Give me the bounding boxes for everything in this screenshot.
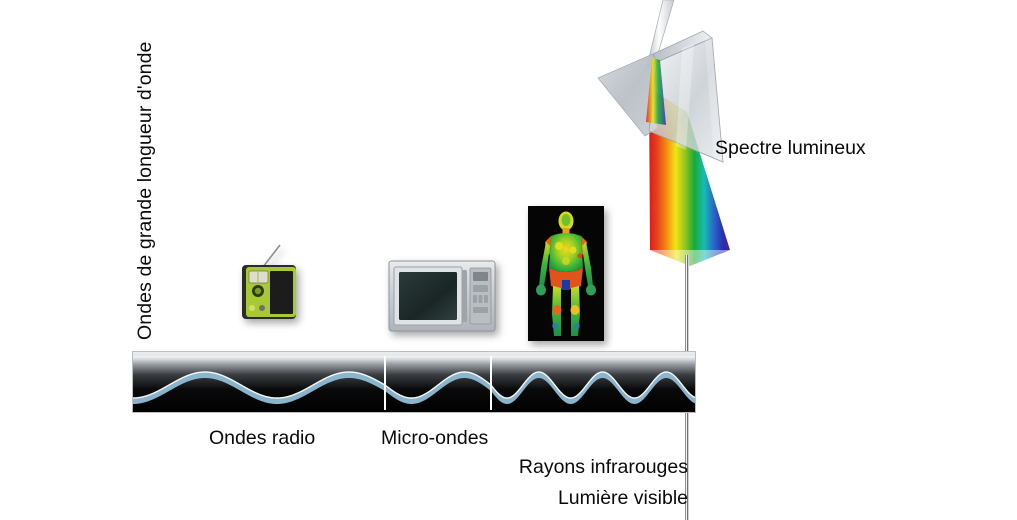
prism-highlight-2 — [705, 38, 723, 162]
thermal-coolspot-2 — [574, 323, 580, 329]
thermal-hotspot-4 — [577, 253, 583, 259]
thermal-hips — [549, 268, 583, 289]
thermal-coolspot-1 — [552, 323, 558, 329]
microwave-display — [473, 272, 488, 281]
microwave-keypad-3 — [478, 295, 483, 303]
microwave-keypad-2 — [473, 295, 477, 303]
thermal-head-core — [561, 214, 571, 226]
microwave-oven-icon — [388, 258, 496, 334]
thermal-hotspot-2 — [569, 246, 577, 254]
thermal-knee-left — [552, 305, 562, 315]
prism-lower-wedge — [598, 54, 653, 136]
thermal-arm-left — [539, 242, 550, 286]
thermal-knee-right — [570, 305, 580, 315]
microwave-keypad-4 — [484, 295, 488, 303]
radio-dial-window — [248, 270, 269, 284]
wave-top-highlight — [133, 371, 695, 399]
radio-antenna — [262, 244, 281, 268]
thermal-hand-left — [536, 284, 546, 296]
prism-highlight — [676, 44, 694, 150]
radio-tuning-knob-face — [254, 287, 262, 295]
thermal-hand-right — [586, 284, 596, 296]
microwave-start-button — [473, 307, 488, 313]
prism-svg — [597, 0, 730, 266]
microwave-keypad-1 — [473, 285, 488, 292]
label-ondes-radio: Ondes radio — [209, 427, 316, 449]
microwave-svg — [388, 260, 496, 332]
thermal-body-icon — [528, 206, 604, 341]
label-rayons-infrarouges: Rayons infrarouges — [518, 456, 688, 478]
band-divider-micro-infrared — [490, 356, 492, 410]
microwave-door-glass — [399, 272, 457, 320]
radio-button-right — [259, 305, 265, 311]
rainbow-convergence — [650, 250, 730, 266]
label-micro-ondes: Micro-ondes — [381, 427, 489, 449]
thermal-hotspot-1 — [555, 242, 563, 250]
electromagnetic-spectrum-bar — [133, 352, 695, 412]
thermal-svg — [528, 206, 604, 341]
label-spectre-lumineux: Spectre lumineux — [715, 137, 866, 159]
microwave-door-handle — [462, 270, 467, 322]
thermal-hotspot-3 — [562, 257, 570, 265]
radio-svg — [242, 244, 296, 319]
thermal-torso — [549, 233, 583, 272]
wave-graphic — [133, 371, 695, 404]
band-divider-radio-micro — [384, 356, 386, 410]
thermal-groin — [562, 280, 570, 290]
spectrum-bar-frame — [133, 352, 695, 412]
axis-label-wavelength: Ondes de grande longueur d'onde — [134, 41, 156, 340]
radio-speaker-grille — [270, 271, 293, 314]
internal-dispersion — [646, 58, 666, 125]
glass-prism-icon — [590, 0, 750, 270]
thermal-arm-right — [582, 242, 593, 286]
radio-receiver-icon — [236, 243, 302, 327]
thermal-neck — [562, 228, 570, 234]
label-lumiere-visible: Lumière visible — [557, 487, 688, 509]
radio-button-left — [249, 305, 255, 311]
